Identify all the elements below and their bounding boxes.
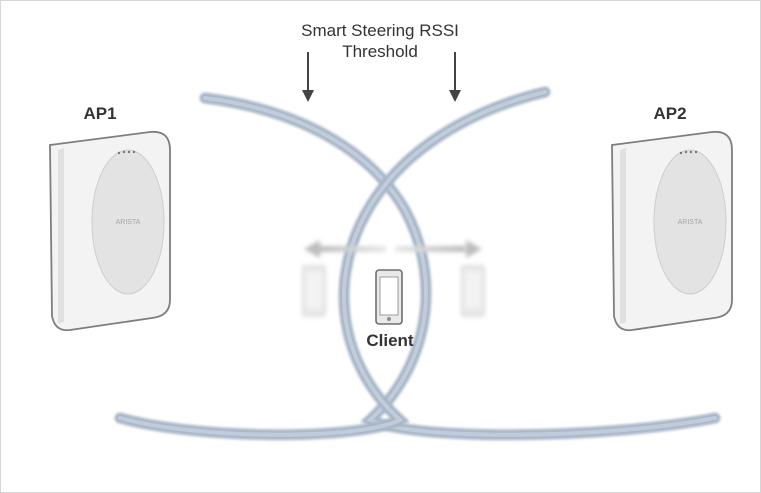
phone-icon: [302, 265, 326, 317]
ap2-logo: ARISTA: [678, 219, 703, 226]
ap1-logo: ARISTA: [116, 219, 141, 226]
ap1-label: AP1: [83, 104, 117, 123]
arrow-left-icon: [304, 240, 386, 258]
phone-icon: [461, 265, 485, 317]
arrow-right-icon: [395, 240, 482, 258]
phone-icon: [375, 269, 403, 325]
arrow-down-icon: [449, 52, 461, 102]
threshold-label-line1: Smart Steering RSSI: [301, 21, 459, 40]
threshold-label: Smart Steering RSSI Threshold: [250, 20, 510, 62]
access-point-icon: ARISTA: [49, 130, 171, 332]
access-point-icon: ARISTA: [611, 130, 733, 332]
threshold-label-line2: Threshold: [342, 42, 418, 61]
arrow-down-icon: [302, 52, 314, 102]
client-label: Client: [366, 331, 414, 350]
ap2-label: AP2: [653, 104, 687, 123]
signal-curve-ap1: [205, 92, 545, 413]
